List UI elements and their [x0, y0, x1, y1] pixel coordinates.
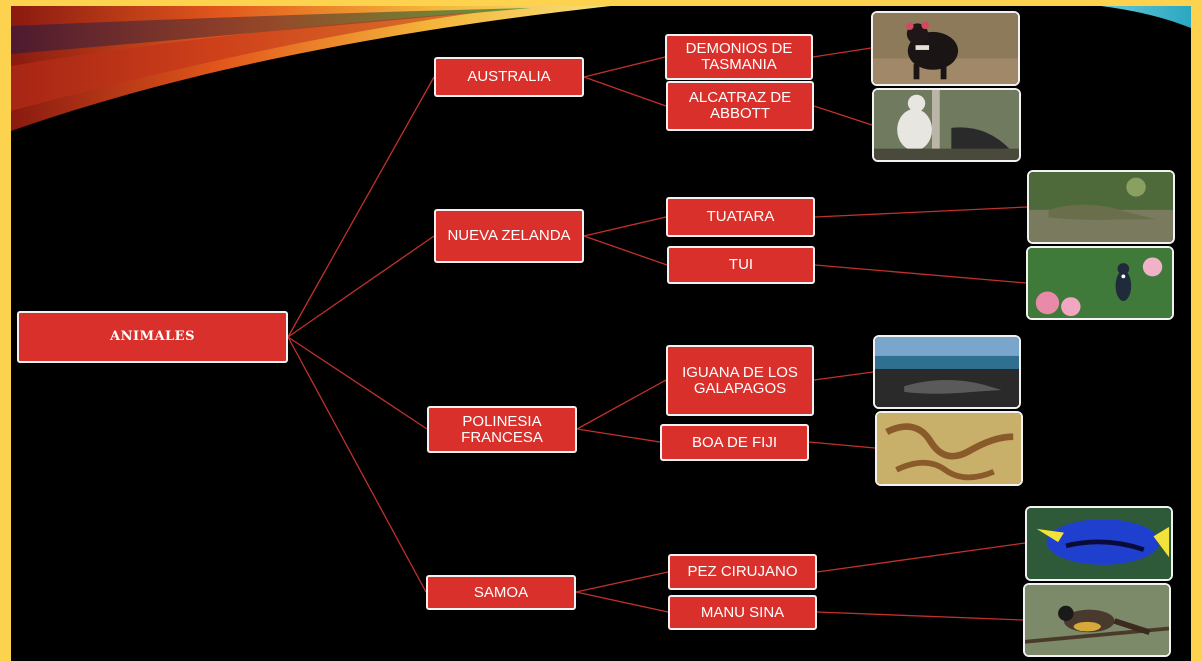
region-node-samoa: SAMOA: [426, 575, 576, 610]
photo-blue-tang: [1025, 506, 1173, 581]
animal-node-demonios-de-tasmania: DEMONIOS DE TASMANIA: [665, 34, 813, 80]
connector-line: [287, 336, 428, 430]
region-node-nueva-zelanda: NUEVA ZELANDA: [434, 209, 584, 263]
animal-node-pez-cirujano: PEZ CIRUJANO: [668, 554, 817, 590]
photo-galapagos-iguana: [873, 335, 1021, 409]
connector-line: [814, 264, 1027, 284]
connector-line: [583, 235, 668, 266]
photo-tuatara: [1027, 170, 1175, 244]
connector-line: [816, 542, 1026, 573]
decorative-swoosh: [11, 6, 1191, 131]
photo-fiji-boa: [875, 411, 1023, 486]
slide: ANIMALES AUSTRALIA NUEVA ZELANDA POLINES…: [11, 6, 1191, 661]
region-node-australia: AUSTRALIA: [434, 57, 584, 97]
connector-lines: [287, 47, 1028, 621]
connector-line: [576, 428, 661, 443]
connector-line: [575, 571, 669, 593]
connector-line: [583, 216, 667, 237]
photo-manu-sina: [1023, 583, 1171, 657]
animal-node-tui: TUI: [667, 246, 815, 284]
animal-node-tuatara: TUATARA: [666, 197, 815, 237]
connector-line: [287, 336, 427, 593]
animal-node-boa-de-fiji: BOA DE FIJI: [660, 424, 809, 461]
connector-line: [813, 105, 873, 126]
photo-tui: [1026, 246, 1174, 320]
connector-line: [287, 76, 435, 338]
animal-node-manu-sina: MANU SINA: [668, 595, 817, 630]
animal-node-iguana-de-los-galapagos: IGUANA DE LOS GALAPAGOS: [666, 345, 814, 416]
connector-line: [816, 611, 1024, 621]
animal-node-alcatraz-de-abbott: ALCATRAZ DE ABBOTT: [666, 81, 814, 131]
connector-line: [575, 591, 669, 613]
region-node-polinesia-francesa: POLINESIA FRANCESA: [427, 406, 577, 453]
connector-line: [576, 379, 667, 430]
connector-line: [287, 235, 435, 338]
connector-line: [583, 56, 666, 78]
root-node-animales: ANIMALES: [17, 311, 288, 363]
connector-line: [812, 47, 872, 58]
connector-line: [814, 206, 1028, 218]
photo-tasmanian-devil: [871, 11, 1020, 86]
connector-line: [583, 76, 667, 107]
connector-line: [808, 441, 876, 449]
connector-line: [813, 371, 874, 381]
photo-abbotts-booby: [872, 88, 1021, 162]
